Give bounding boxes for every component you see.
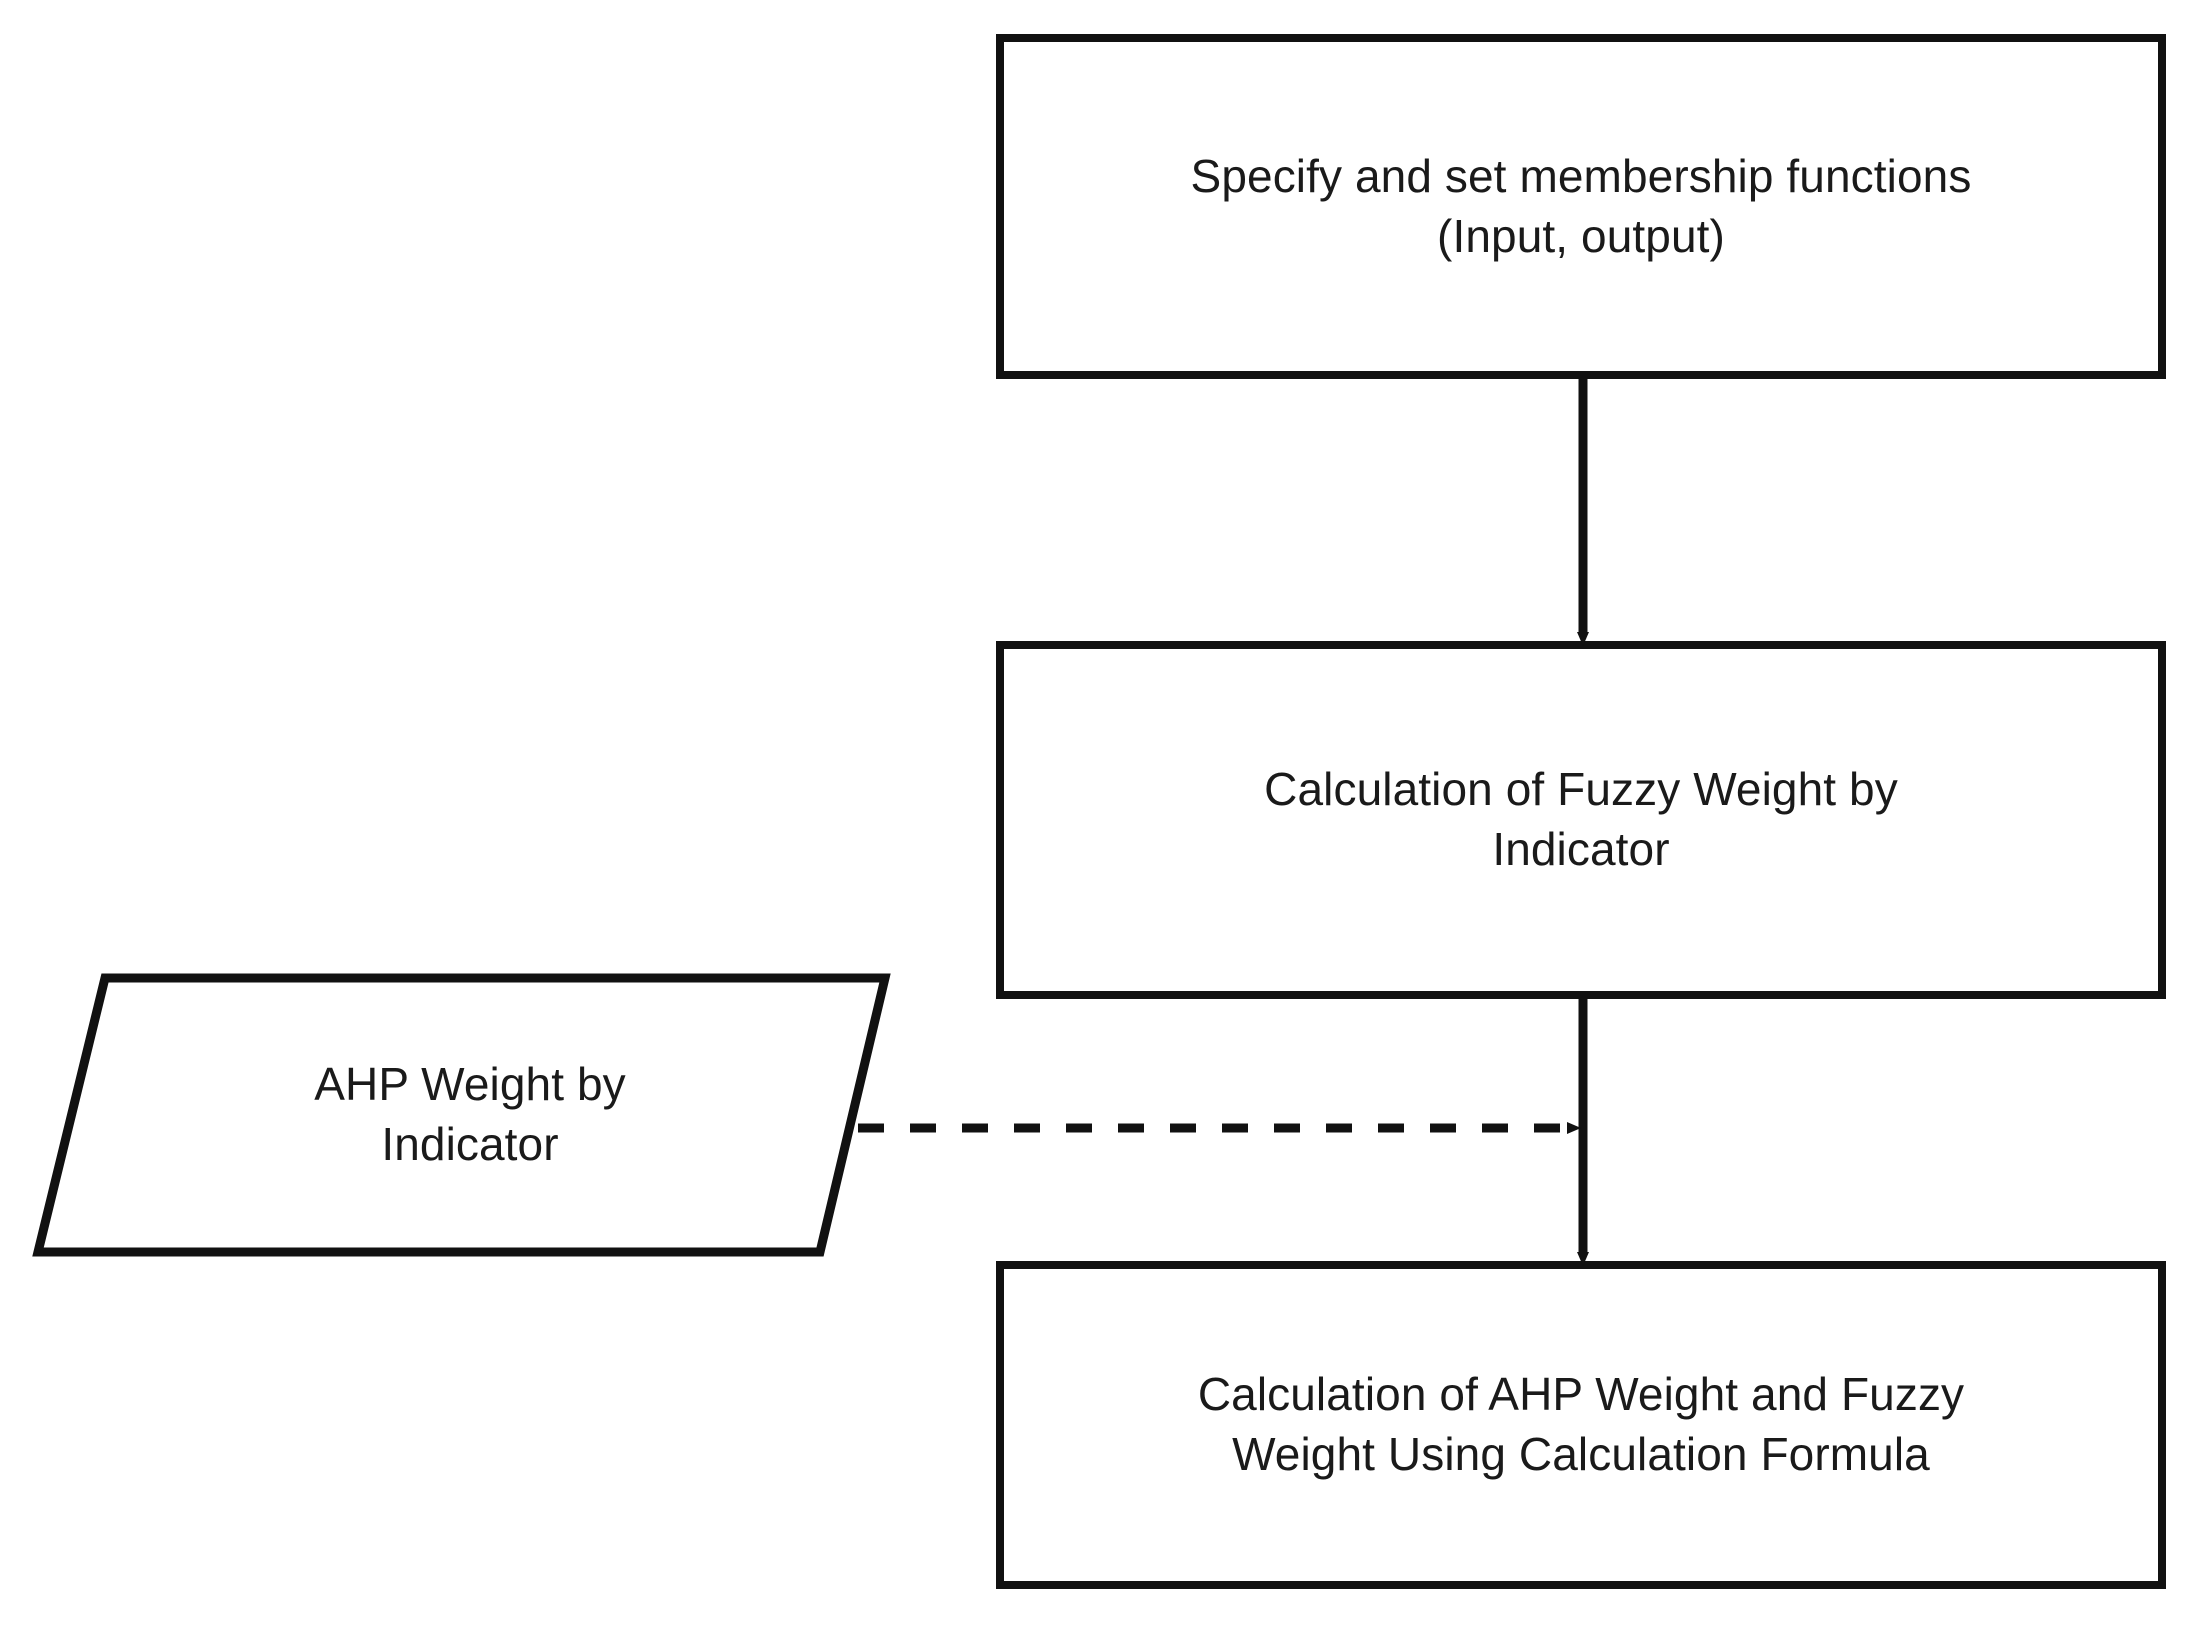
node-shape-ahp[interactable] <box>32 973 891 1257</box>
node-box-3[interactable] <box>996 1261 2166 1589</box>
node-box-2[interactable] <box>996 641 2166 999</box>
node-box-1[interactable] <box>996 34 2166 379</box>
